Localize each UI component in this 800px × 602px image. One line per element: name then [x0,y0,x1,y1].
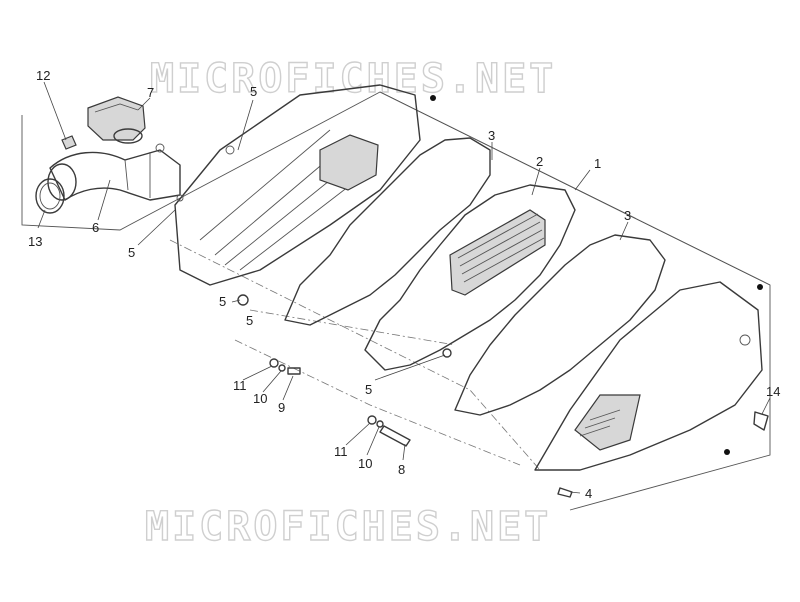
assembly-line-upper [169,239,541,471]
watermark-top: MICROFICHES.NET [150,56,556,102]
assembly-frame [21,91,771,511]
washer-11b [367,415,377,425]
assembly-line-lower [234,339,521,466]
intake-duct [47,143,181,201]
leader-lines [37,81,771,494]
gasket-right [454,234,666,416]
callout-5-left: 5 [128,245,135,260]
washer-11a [269,358,279,368]
washer-10a [278,364,286,372]
callout-5-lower: 5 [246,313,253,328]
fasteners [237,294,769,498]
callout-3-left: 3 [488,128,495,143]
callout-3-right: 3 [624,208,631,223]
callout-5-top: 5 [250,84,257,99]
clip [61,135,77,150]
callout-11-lower: 11 [334,444,348,459]
callout-14: 14 [766,384,780,399]
reference-dot-upper [430,95,436,101]
air-filter [449,209,546,296]
airbox-cover [534,281,763,471]
callout-5-bottom: 5 [365,382,372,397]
hose-clamp [35,178,65,214]
bolt-8 [379,425,411,447]
watermark-bottom: MICROFICHES.NET [145,504,551,550]
frame-top-edge [379,91,771,286]
screw-4 [557,487,573,498]
callout-7: 7 [147,85,154,100]
reference-dot-lower [724,449,730,455]
filter-frame [364,184,576,371]
callout-10-upper: 10 [253,391,267,406]
screw-9 [287,367,301,375]
callout-6: 6 [92,220,99,235]
assembly-line-mid [249,309,456,346]
washer-10b [376,420,384,428]
callout-4: 4 [585,486,592,501]
reference-dot-right [757,284,763,290]
callout-10-lower: 10 [358,456,372,471]
grommet-5b [442,348,452,358]
inlet-snorkel [87,96,146,144]
clip-14 [753,411,769,431]
callout-11-upper: 11 [233,378,247,393]
callout-8: 8 [398,462,405,477]
airbox-housing [174,84,421,286]
callout-2: 2 [536,154,543,169]
callout-9: 9 [278,400,285,415]
callout-13: 13 [28,234,42,249]
grommet-5a [237,294,249,306]
callout-5-mid: 5 [219,294,226,309]
callout-1: 1 [594,156,601,171]
callout-12: 12 [36,68,50,83]
gasket-left [284,137,491,326]
